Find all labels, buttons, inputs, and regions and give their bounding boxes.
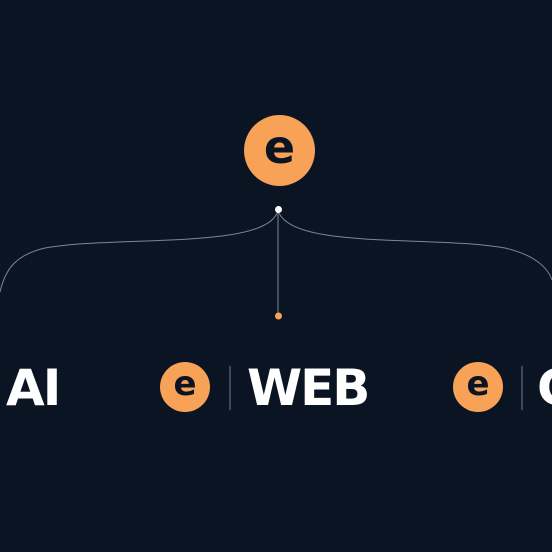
- right-logo-letter: e: [466, 364, 490, 404]
- root-logo-letter: e: [263, 119, 296, 174]
- endpoint-node: [275, 312, 282, 320]
- branch-label-partial: C: [537, 360, 552, 416]
- connector-left-curve: [0, 209, 279, 293]
- right-divider: [521, 366, 523, 410]
- web-logo-icon: e: [160, 362, 210, 412]
- junction-node: [275, 206, 282, 213]
- web-divider: [229, 366, 231, 410]
- root-logo-icon: e: [244, 115, 315, 186]
- connector-right-curve: [277, 209, 552, 281]
- right-logo-icon: e: [453, 362, 503, 412]
- web-logo-letter: e: [173, 364, 197, 404]
- branch-label-web: WEB: [247, 359, 370, 417]
- branch-label-ai: AI: [6, 359, 61, 417]
